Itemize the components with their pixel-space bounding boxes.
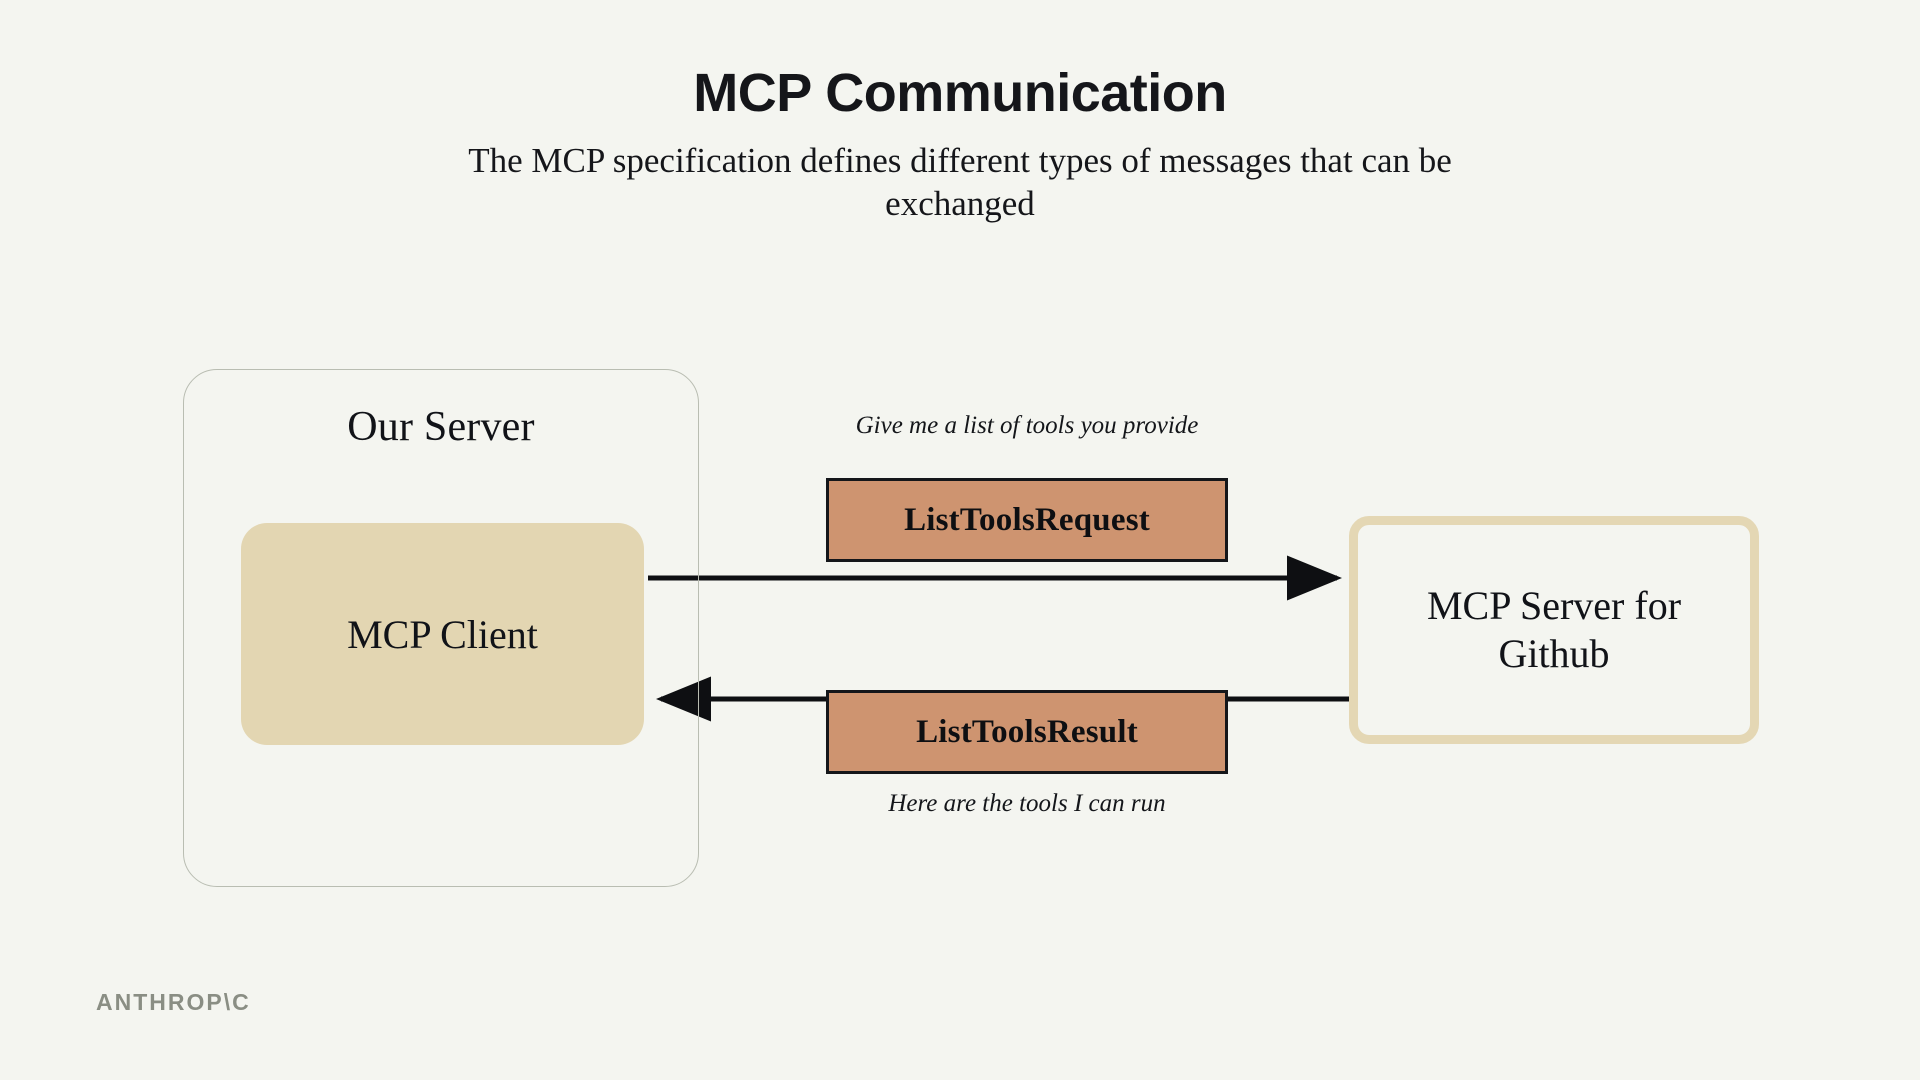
our-server-label: Our Server [347, 404, 535, 450]
page-subtitle: The MCP specification defines different … [468, 141, 1452, 223]
mcp-client-label: MCP Client [347, 611, 538, 657]
page-header: MCP Communication The MCP specification … [0, 0, 1920, 225]
mcp-server-github-node[interactable]: MCP Server for Github [1349, 516, 1759, 744]
anthropic-logo: ANTHROP\C [96, 989, 251, 1015]
list-tools-result-label: ListToolsResult [916, 713, 1138, 750]
our-server-container[interactable]: Our Server MCP Client [183, 369, 699, 887]
list-tools-result-box[interactable]: ListToolsResult [826, 690, 1228, 774]
list-tools-request-label: ListToolsRequest [904, 501, 1150, 538]
list-tools-request-caption: Give me a list of tools you provide [855, 412, 1199, 439]
page-title: MCP Communication [693, 63, 1227, 123]
mcp-client-node[interactable]: MCP Client [241, 523, 644, 745]
list-tools-result-caption: Here are the tools I can run [888, 790, 1166, 817]
mcp-server-github-label: MCP Server for Github [1426, 583, 1682, 676]
list-tools-request-box[interactable]: ListToolsRequest [826, 478, 1228, 562]
